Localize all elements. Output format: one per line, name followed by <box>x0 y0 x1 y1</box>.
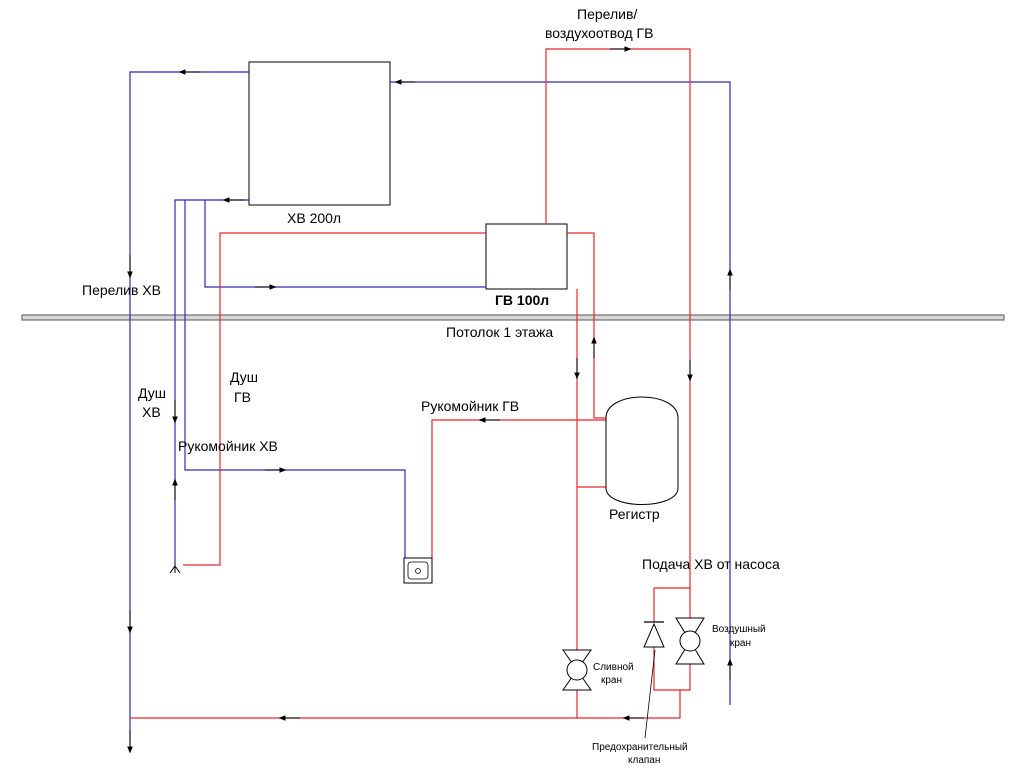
label-overflow-cold: Перелив ХВ <box>82 282 161 298</box>
air-valve-icon <box>675 617 705 665</box>
label-ceiling: Потолок 1 этажа <box>446 324 553 340</box>
label-shower-hot-2: ГВ <box>234 389 251 405</box>
label-air-valve-2: кран <box>730 638 751 649</box>
hot-water-pipes <box>130 48 691 719</box>
label-tank-cold: ХВ 200л <box>287 210 341 226</box>
label-shower-hot-1: Душ <box>230 369 258 385</box>
label-tank-hot: ГВ 100л <box>495 292 549 308</box>
label-air-valve-1: Воздушный <box>712 624 766 635</box>
label-shower-cold-2: ХВ <box>142 404 161 420</box>
label-sink-cold: Рукомойник ХВ <box>178 438 278 454</box>
cold-tank-200l <box>248 61 391 206</box>
label-shower-cold-1: Душ <box>138 385 166 401</box>
ceiling-slab <box>21 314 1005 321</box>
label-drain-valve-1: Сливной <box>593 662 634 673</box>
drain-valve-icon <box>562 649 592 691</box>
label-pump-supply: Подача ХВ от насоса <box>642 556 780 572</box>
safety-valve-icon <box>643 621 665 739</box>
label-overflow-hot-1: Перелив/ <box>577 6 637 22</box>
shower-head-icon <box>169 562 181 574</box>
register-vessel <box>605 396 679 505</box>
label-drain-valve-2: кран <box>601 675 622 686</box>
label-overflow-hot-2: воздухоотвод ГВ <box>545 25 653 41</box>
label-sink-hot: Рукомойник ГВ <box>421 398 519 414</box>
hot-tank-100l <box>485 223 568 290</box>
sink-icon <box>403 557 433 584</box>
flow-arrows <box>127 46 733 754</box>
label-safety-valve-1: Предохранительный <box>592 742 688 753</box>
label-register: Регистр <box>609 506 660 522</box>
label-safety-valve-2: клапан <box>628 755 660 766</box>
